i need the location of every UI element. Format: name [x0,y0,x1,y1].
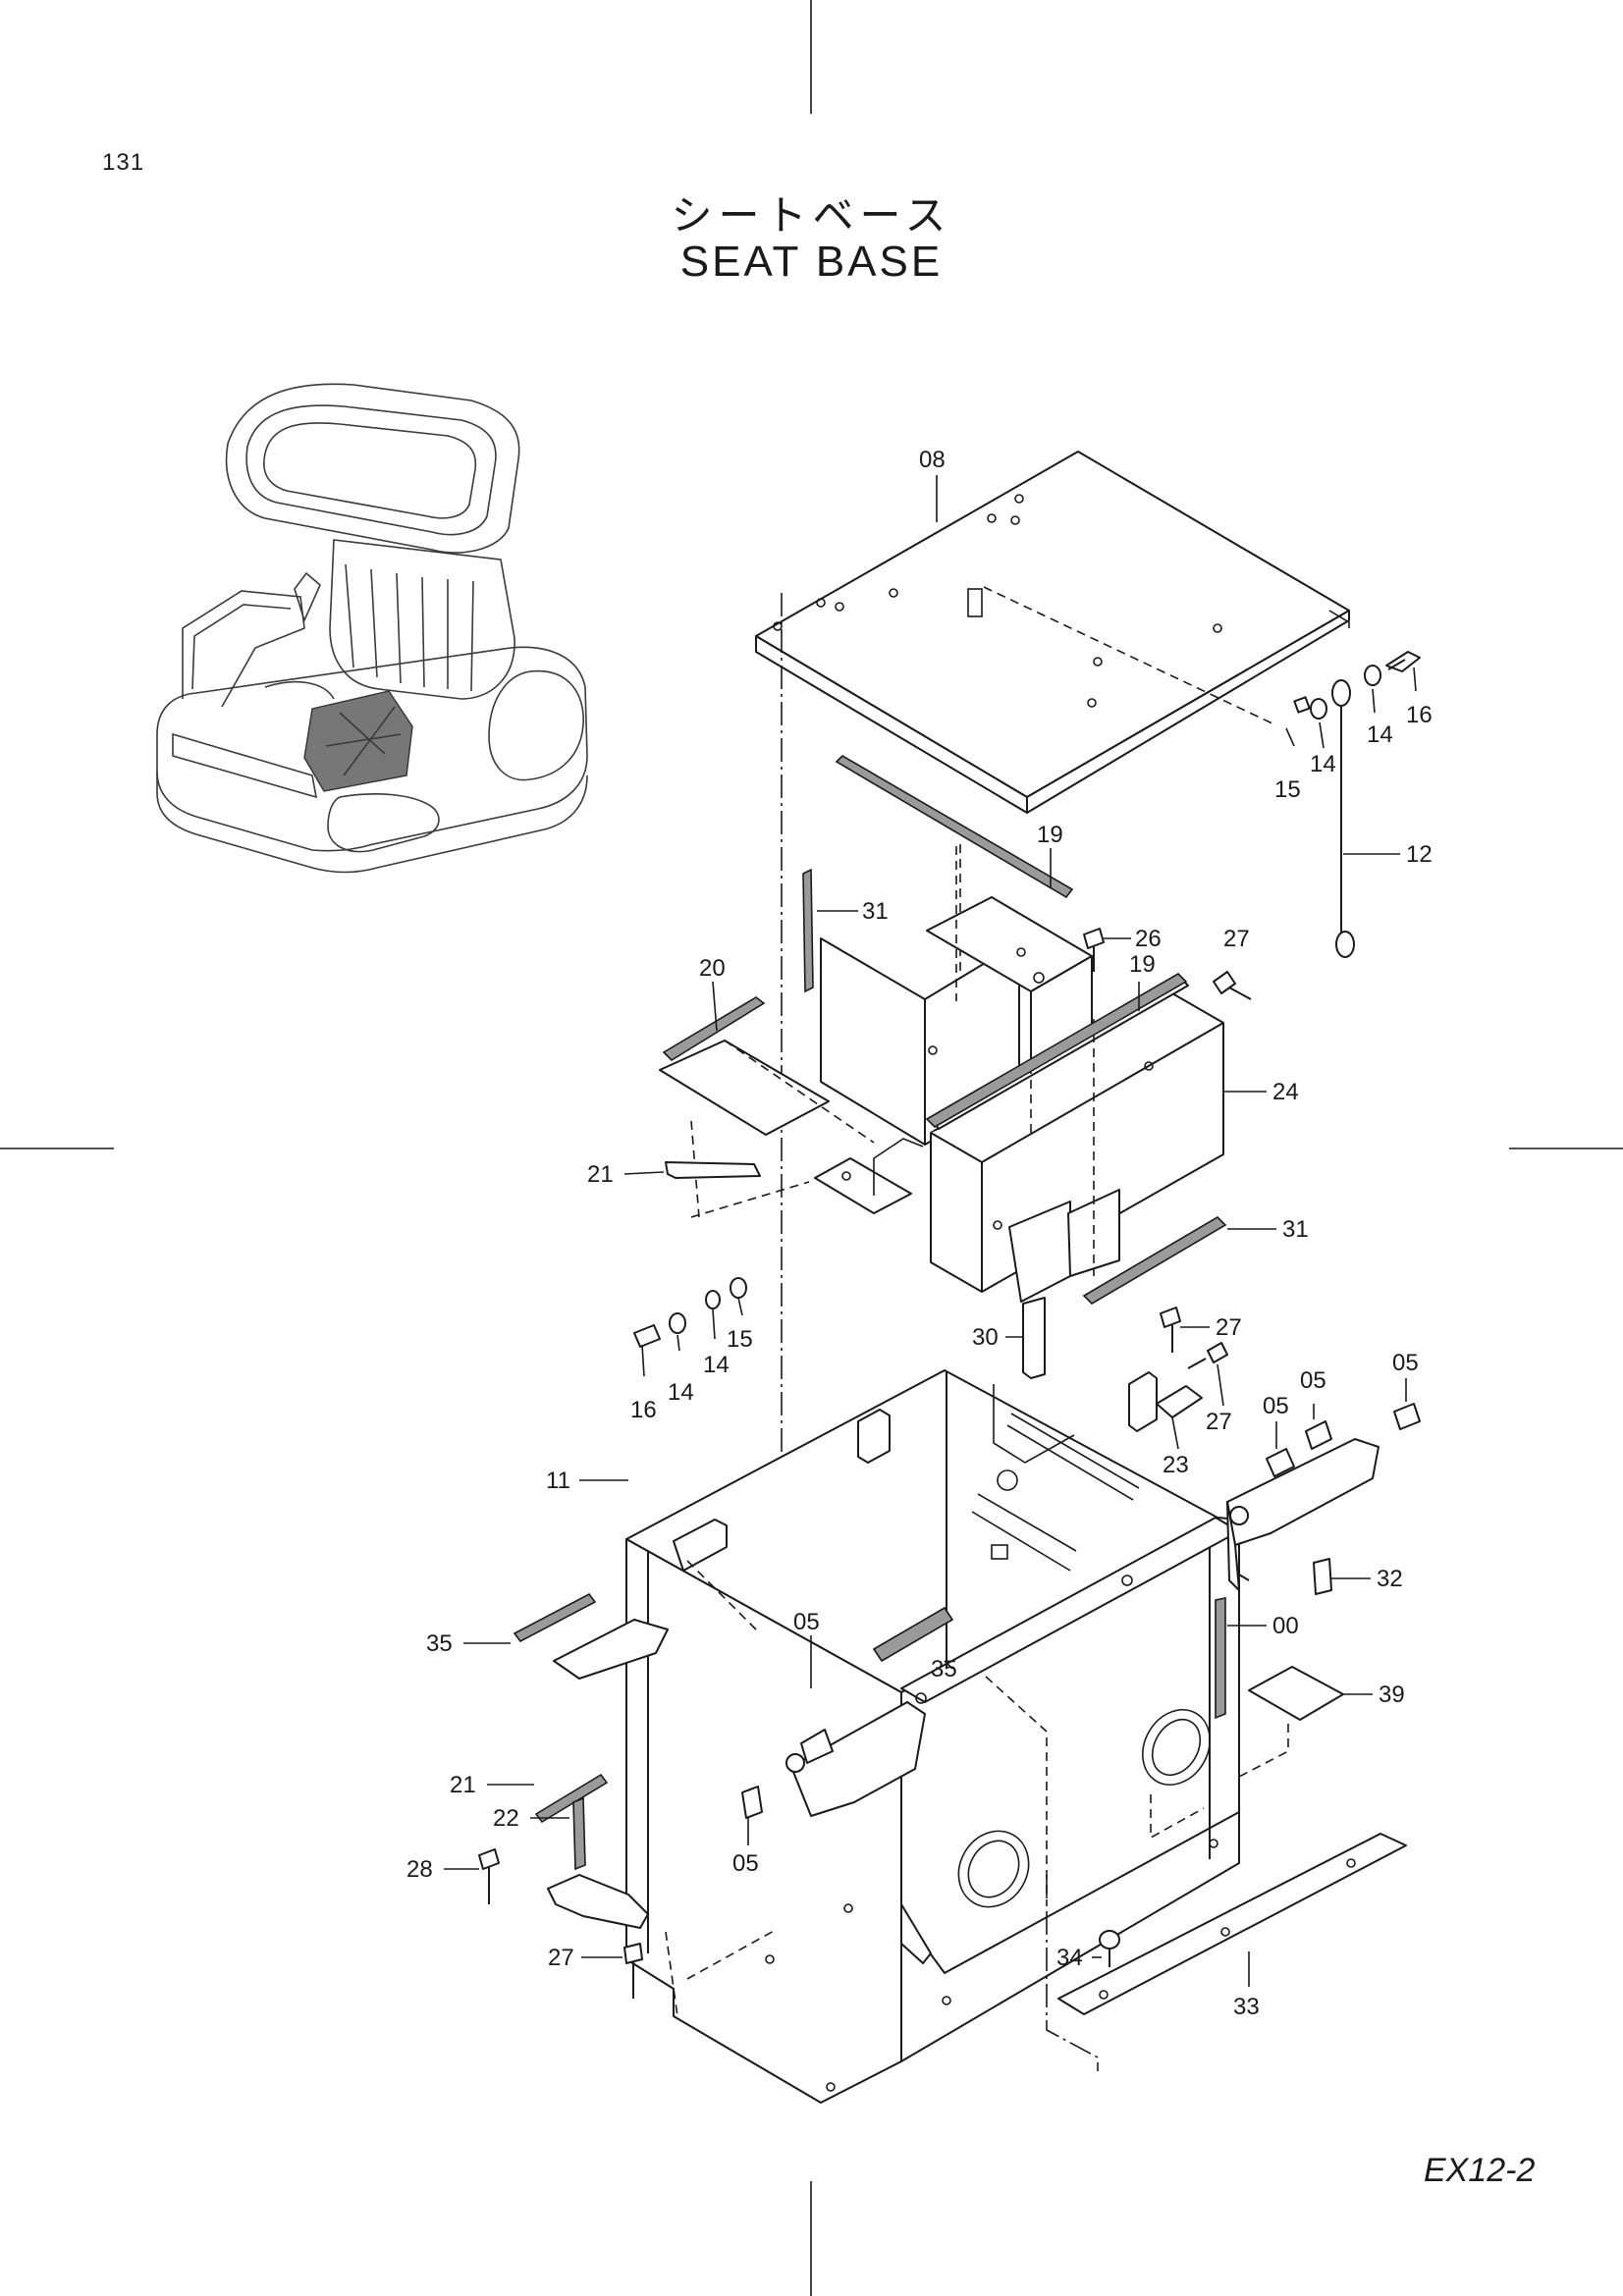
callout-22: 22 [493,1805,519,1832]
part-31-seal-strip-vertical [802,868,814,993]
callout-12: 12 [1406,841,1433,868]
callout-31: 31 [862,898,889,925]
callout-08: 08 [919,447,946,473]
callout-00: 00 [1272,1613,1299,1639]
callout-24: 24 [1272,1079,1299,1105]
part-27-bolt-upper [1213,971,1252,1000]
part-27-bolt-lower [623,1943,643,1999]
part-28-bolt-and-bracket [478,1848,649,1929]
callout-05: 05 [1392,1350,1419,1376]
page-title-english: SEAT BASE [679,238,944,286]
callout-14: 14 [1367,721,1393,748]
page-title-japanese: シートベース [671,191,952,240]
part-19-seal-strip [835,754,1074,899]
seat-mounting-bracket [659,846,1224,1303]
callout-05: 05 [793,1609,820,1635]
part-08-seat-plate [755,451,1350,814]
callout-33: 33 [1233,1994,1260,2020]
part-30-l-bracket [1022,1297,1046,1379]
callout-05: 05 [1263,1393,1289,1419]
callout-14: 14 [703,1352,730,1378]
callout-05: 05 [1300,1367,1326,1394]
part-39-plate [1248,1666,1344,1721]
part-34-fastener [1099,1930,1120,1967]
callout-35: 35 [931,1656,957,1682]
callout-27: 27 [1216,1314,1242,1341]
callout-39: 39 [1379,1682,1405,1708]
part-00-base-frame [625,1369,1250,2104]
machine-location-thumbnail [156,383,588,874]
callout-23: 23 [1163,1452,1189,1478]
callout-16: 16 [630,1397,657,1423]
sheet-code: EX12-2 [1424,2152,1536,2189]
hinge-arm-front [741,1701,926,1819]
callout-34: 34 [1056,1945,1083,1971]
part-19-seal-strip-lower [925,972,1188,1129]
callout-16: 16 [1406,702,1433,728]
part-05-bushings-right [1266,1403,1421,1477]
part-26-bolt [1083,928,1105,972]
callout-27: 27 [1223,926,1250,952]
callout-20: 20 [699,955,726,982]
callout-27: 27 [1206,1409,1232,1435]
part-12-14-15-16-hardware-top [1293,651,1421,958]
hinge-arm-and-part-32 [1215,1438,1380,1720]
callout-15: 15 [1274,776,1301,803]
callout-21: 21 [450,1772,476,1798]
part-22-strip [572,1796,586,1871]
callout-14: 14 [1310,751,1336,777]
page-number: 131 [102,149,145,176]
callout-15: 15 [727,1326,753,1353]
part-20-seal-strip [662,996,766,1062]
callout-11: 11 [546,1468,570,1494]
callout-30: 30 [972,1324,999,1351]
callout-labels: 08 16 14 14 15 12 19 31 26 27 19 20 24 2… [406,447,1433,2020]
callout-05: 05 [732,1850,759,1877]
callout-leaders [444,475,1417,1987]
callout-32: 32 [1377,1566,1403,1592]
callout-31: 31 [1282,1216,1309,1243]
callout-19: 19 [1037,822,1063,848]
callout-27: 27 [548,1945,574,1971]
callout-19: 19 [1129,951,1156,978]
left-bracket [553,1619,669,1680]
callout-21: 21 [587,1161,614,1188]
part-23-bracket-and-27-bolts [1128,1307,1228,1432]
part-21-strip-lower [534,1773,609,1824]
part-35-bar-left [513,1592,597,1643]
part-21-l-block-upper [665,1161,761,1179]
part-33-bottom-plate [1057,1833,1407,2015]
part-35-bar-center [872,1606,954,1663]
callout-35: 35 [426,1630,453,1657]
callout-26: 26 [1135,926,1162,952]
part-14-15-16-hardware-middle [633,1277,747,1348]
callout-28: 28 [406,1856,433,1883]
callout-14: 14 [668,1379,694,1406]
part-31-seal-strip-lower [1082,1215,1227,1306]
